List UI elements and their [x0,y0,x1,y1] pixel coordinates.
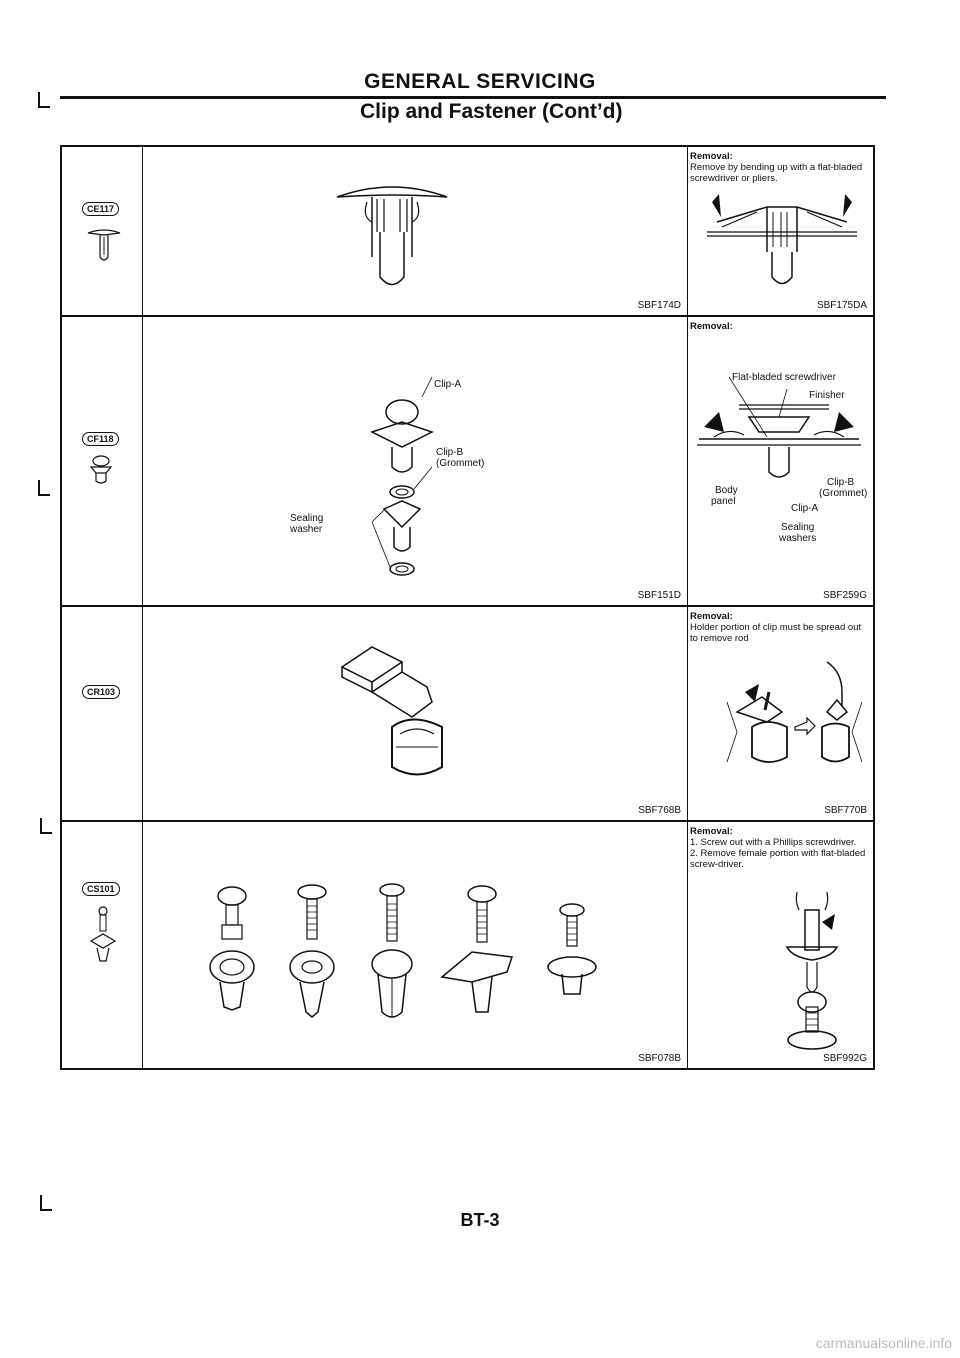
figure-code: SBF078B [638,1053,681,1064]
clip-code-badge: CR103 [82,685,121,699]
removal-label: Removal: [690,611,733,622]
removal-instructions: Removal: Remove by bending up with a fla… [690,151,869,184]
code-cell: CS101 [62,822,143,1068]
screw-grommet-set-illustration [209,883,597,1018]
callout-clip-a: Clip-A [791,503,819,514]
removal-illustration [707,194,857,285]
callout-screwdriver: Flat-bladed screwdriver [732,372,836,383]
removal-illustration [726,661,863,763]
clip-code-badge: CE117 [82,202,120,216]
margin-mark [40,818,52,834]
table-row: CE117 SBF174D Removal: Remove by bending… [62,147,873,317]
callout-washers: washers [779,533,817,544]
removal-description: Holder portion of clip must be spread ou… [690,622,862,644]
removal-illustration [785,891,839,1050]
margin-mark [40,1195,52,1211]
callout-finisher: Finisher [809,390,845,401]
callout-clip-b: Clip-B [436,447,464,458]
figure-code: SBF174D [637,300,681,311]
callout-sealing: Sealing [290,513,324,524]
removal-step-2: 2. Remove female portion with flat-blade… [690,848,866,870]
callout-sealing: Sealing [781,522,815,533]
removal-label: Removal: [690,151,733,162]
table-row: CF118 Clip-A Cl [62,317,873,607]
margin-mark [38,480,50,496]
removal-figure-code: SBF770B [824,805,867,816]
callout-body: Body [715,485,738,496]
callout-clip-a: Clip-A [434,379,462,390]
figure-code: SBF768B [638,805,681,816]
margin-mark [38,92,50,108]
removal-instructions: Removal: [690,321,869,332]
clip-code-badge: CS101 [82,882,120,896]
removal-cell: Removal: Holder portion of clip must be … [687,607,873,820]
removal-description: Remove by bending up with a flat-bladed … [690,162,863,184]
clip-thumbnail-icon [89,906,117,962]
removal-figure-code: SBF259G [823,590,867,601]
push-clip-illustration [336,186,448,286]
callout-clip-b: Clip-B [827,477,855,488]
code-cell: CF118 [62,317,143,605]
page-title: GENERAL SERVICING [364,70,596,93]
removal-step-1: 1. Screw out with a Phillips screwdriver… [690,837,857,848]
removal-illustration [697,376,861,478]
figure-code: SBF151D [637,590,681,601]
clip-table: CE117 SBF174D Removal: Remove by bending… [60,145,875,1070]
header-rule [60,96,886,99]
page-subtitle: Clip and Fastener (Cont’d) [360,100,623,123]
removal-figure-code: SBF175DA [816,300,867,311]
table-row: CR103 SBF768B Removal: Holder portion of… [62,607,873,822]
removal-label: Removal: [690,321,733,332]
code-cell: CE117 [62,147,143,315]
removal-cell: Removal: 1. Screw out with a Phillips sc… [687,822,873,1068]
callout-grommet: (Grommet) [436,458,485,469]
removal-label: Removal: [690,826,733,837]
figure-cell: SBF768B [142,607,688,820]
figure-cell: SBF174D [142,147,688,315]
table-row: CS101 [62,822,873,1068]
watermark: carmanualsonline.info [815,1335,952,1351]
removal-cell: Removal: Remove by bending up with a fla… [687,147,873,315]
callout-washer: washer [290,524,323,535]
rod-holder-clip-illustration [340,646,443,776]
callout-panel: panel [711,496,736,507]
removal-cell: Removal: Flat-bladed screwdriver Finishe… [687,317,873,605]
removal-instructions: Removal: 1. Screw out with a Phillips sc… [690,826,869,870]
page-number: BT-3 [460,1210,500,1230]
removal-figure-code: SBF992G [823,1053,867,1064]
code-cell: CR103 [62,607,143,820]
figure-cell: SBF078B [142,822,688,1068]
clip-thumbnail-icon [87,229,121,261]
figure-cell: Clip-A Clip-B (Grommet) Sealing washer S… [142,317,688,605]
clip-code-badge: CF118 [82,432,119,446]
removal-instructions: Removal: Holder portion of clip must be … [690,611,869,644]
clip-assembly-exploded-illustration [370,376,434,576]
clip-thumbnail-icon [89,455,113,484]
callout-grommet: (Grommet) [819,488,868,499]
